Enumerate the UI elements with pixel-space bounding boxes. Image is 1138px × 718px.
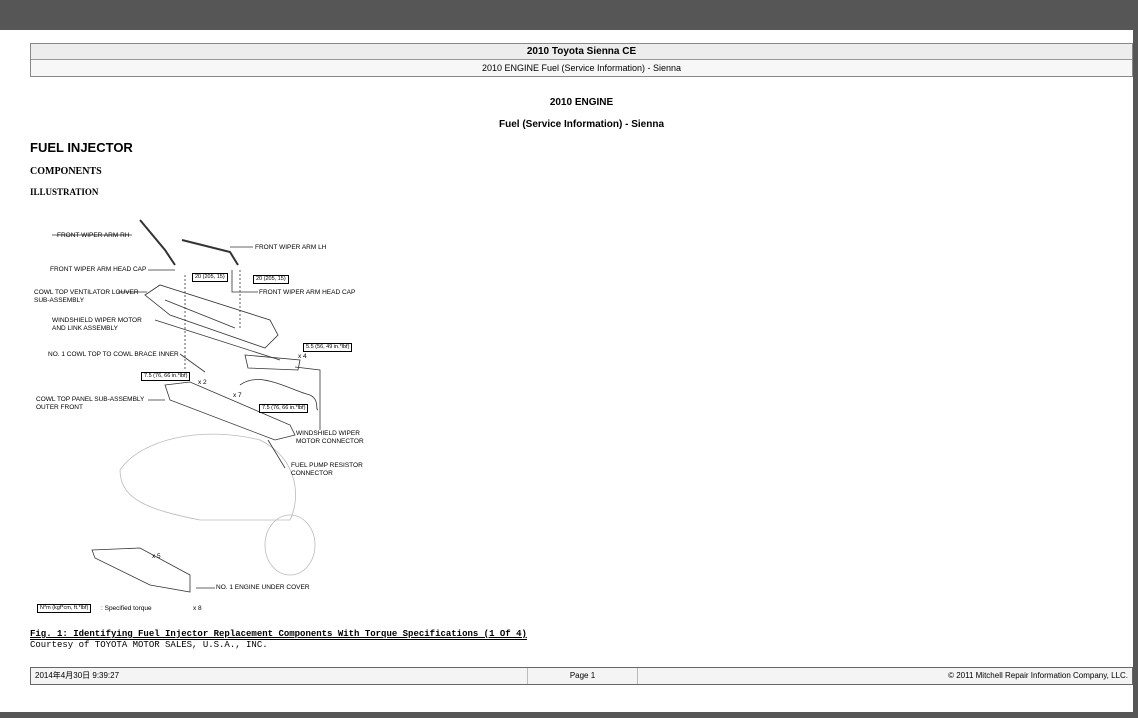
document-footer: 2014年4月30日 9:39:27 Page 1 © 2011 Mitchel… bbox=[30, 667, 1133, 685]
illustration-heading: ILLUSTRATION bbox=[30, 187, 99, 197]
components-heading: COMPONENTS bbox=[30, 166, 102, 177]
count-brace: x 2 bbox=[198, 379, 207, 386]
torque-panel: 7.5 (76, 66 in.*lbf) bbox=[259, 404, 309, 413]
section-title: 2010 ENGINE bbox=[549, 97, 614, 108]
document-header: 2010 Toyota Sienna CE 2010 ENGINE Fuel (… bbox=[30, 43, 1133, 77]
label-motor-connector-2: MOTOR CONNECTOR bbox=[296, 438, 364, 445]
document-title: 2010 Toyota Sienna CE bbox=[31, 44, 1132, 60]
label-cowl-panel-2: OUTER FRONT bbox=[36, 404, 83, 411]
component-illustration: FRONT WIPER ARM RH FRONT WIPER ARM LH FR… bbox=[0, 30, 400, 630]
count-panel: x 7 bbox=[233, 392, 242, 399]
torque-brace: 7.5 (76, 66 in.*lbf) bbox=[141, 372, 191, 381]
document-subtitle: 2010 ENGINE Fuel (Service Information) -… bbox=[31, 60, 1132, 76]
count-motor: x 4 bbox=[298, 353, 307, 360]
label-wiper-motor: WINDSHIELD WIPER MOTOR bbox=[52, 317, 142, 324]
label-louver: COWL TOP VENTILATOR LOUVER bbox=[34, 289, 139, 296]
figure-courtesy: Courtesy of TOYOTA MOTOR SALES, U.S.A., … bbox=[30, 640, 268, 650]
label-resistor-connector-2: CONNECTOR bbox=[291, 470, 333, 477]
label-louver-2: SUB-ASSEMBLY bbox=[34, 297, 85, 304]
label-resistor-connector: FUEL PUMP RESISTOR bbox=[291, 462, 363, 469]
label-head-cap-rh: FRONT WIPER ARM HEAD CAP bbox=[50, 266, 147, 273]
page-heading: FUEL INJECTOR bbox=[30, 140, 133, 155]
exploded-diagram bbox=[52, 219, 321, 593]
label-wiper-arm-rh: FRONT WIPER ARM RH bbox=[57, 232, 130, 239]
label-wiper-motor-2: AND LINK ASSEMBLY bbox=[52, 325, 118, 332]
torque-legend-box: N*m (kgf*cm, ft.*lbf) bbox=[37, 604, 92, 613]
label-wiper-arm-lh: FRONT WIPER ARM LH bbox=[255, 244, 327, 251]
footer-timestamp: 2014年4月30日 9:39:27 bbox=[31, 668, 528, 684]
torque-motor: 5.5 (56, 49 in.*lbf) bbox=[303, 343, 353, 352]
label-head-cap-lh: FRONT WIPER ARM HEAD CAP bbox=[259, 289, 356, 296]
document-page: 2010 Toyota Sienna CE 2010 ENGINE Fuel (… bbox=[0, 30, 1133, 712]
count-cover-top: x 5 bbox=[152, 553, 161, 560]
subsection-title: Fuel (Service Information) - Sienna bbox=[498, 119, 665, 130]
label-motor-connector: WINDSHIELD WIPER bbox=[296, 430, 360, 437]
count-cover-bottom: x 8 bbox=[193, 605, 202, 612]
footer-copyright: © 2011 Mitchell Repair Information Compa… bbox=[948, 671, 1128, 680]
footer-page: Page 1 bbox=[528, 668, 638, 684]
label-cowl-panel: COWL TOP PANEL SUB-ASSEMBLY bbox=[36, 396, 145, 403]
torque-legend-text: : Specified torque bbox=[101, 605, 152, 612]
torque-lh: 20 (205, 15) bbox=[253, 275, 289, 284]
label-under-cover: NO. 1 ENGINE UNDER COVER bbox=[216, 584, 310, 591]
figure-caption: Fig. 1: Identifying Fuel Injector Replac… bbox=[30, 629, 527, 640]
torque-rh: 20 (205, 15) bbox=[192, 273, 228, 282]
label-brace: NO. 1 COWL TOP TO COWL BRACE INNER bbox=[48, 351, 179, 358]
